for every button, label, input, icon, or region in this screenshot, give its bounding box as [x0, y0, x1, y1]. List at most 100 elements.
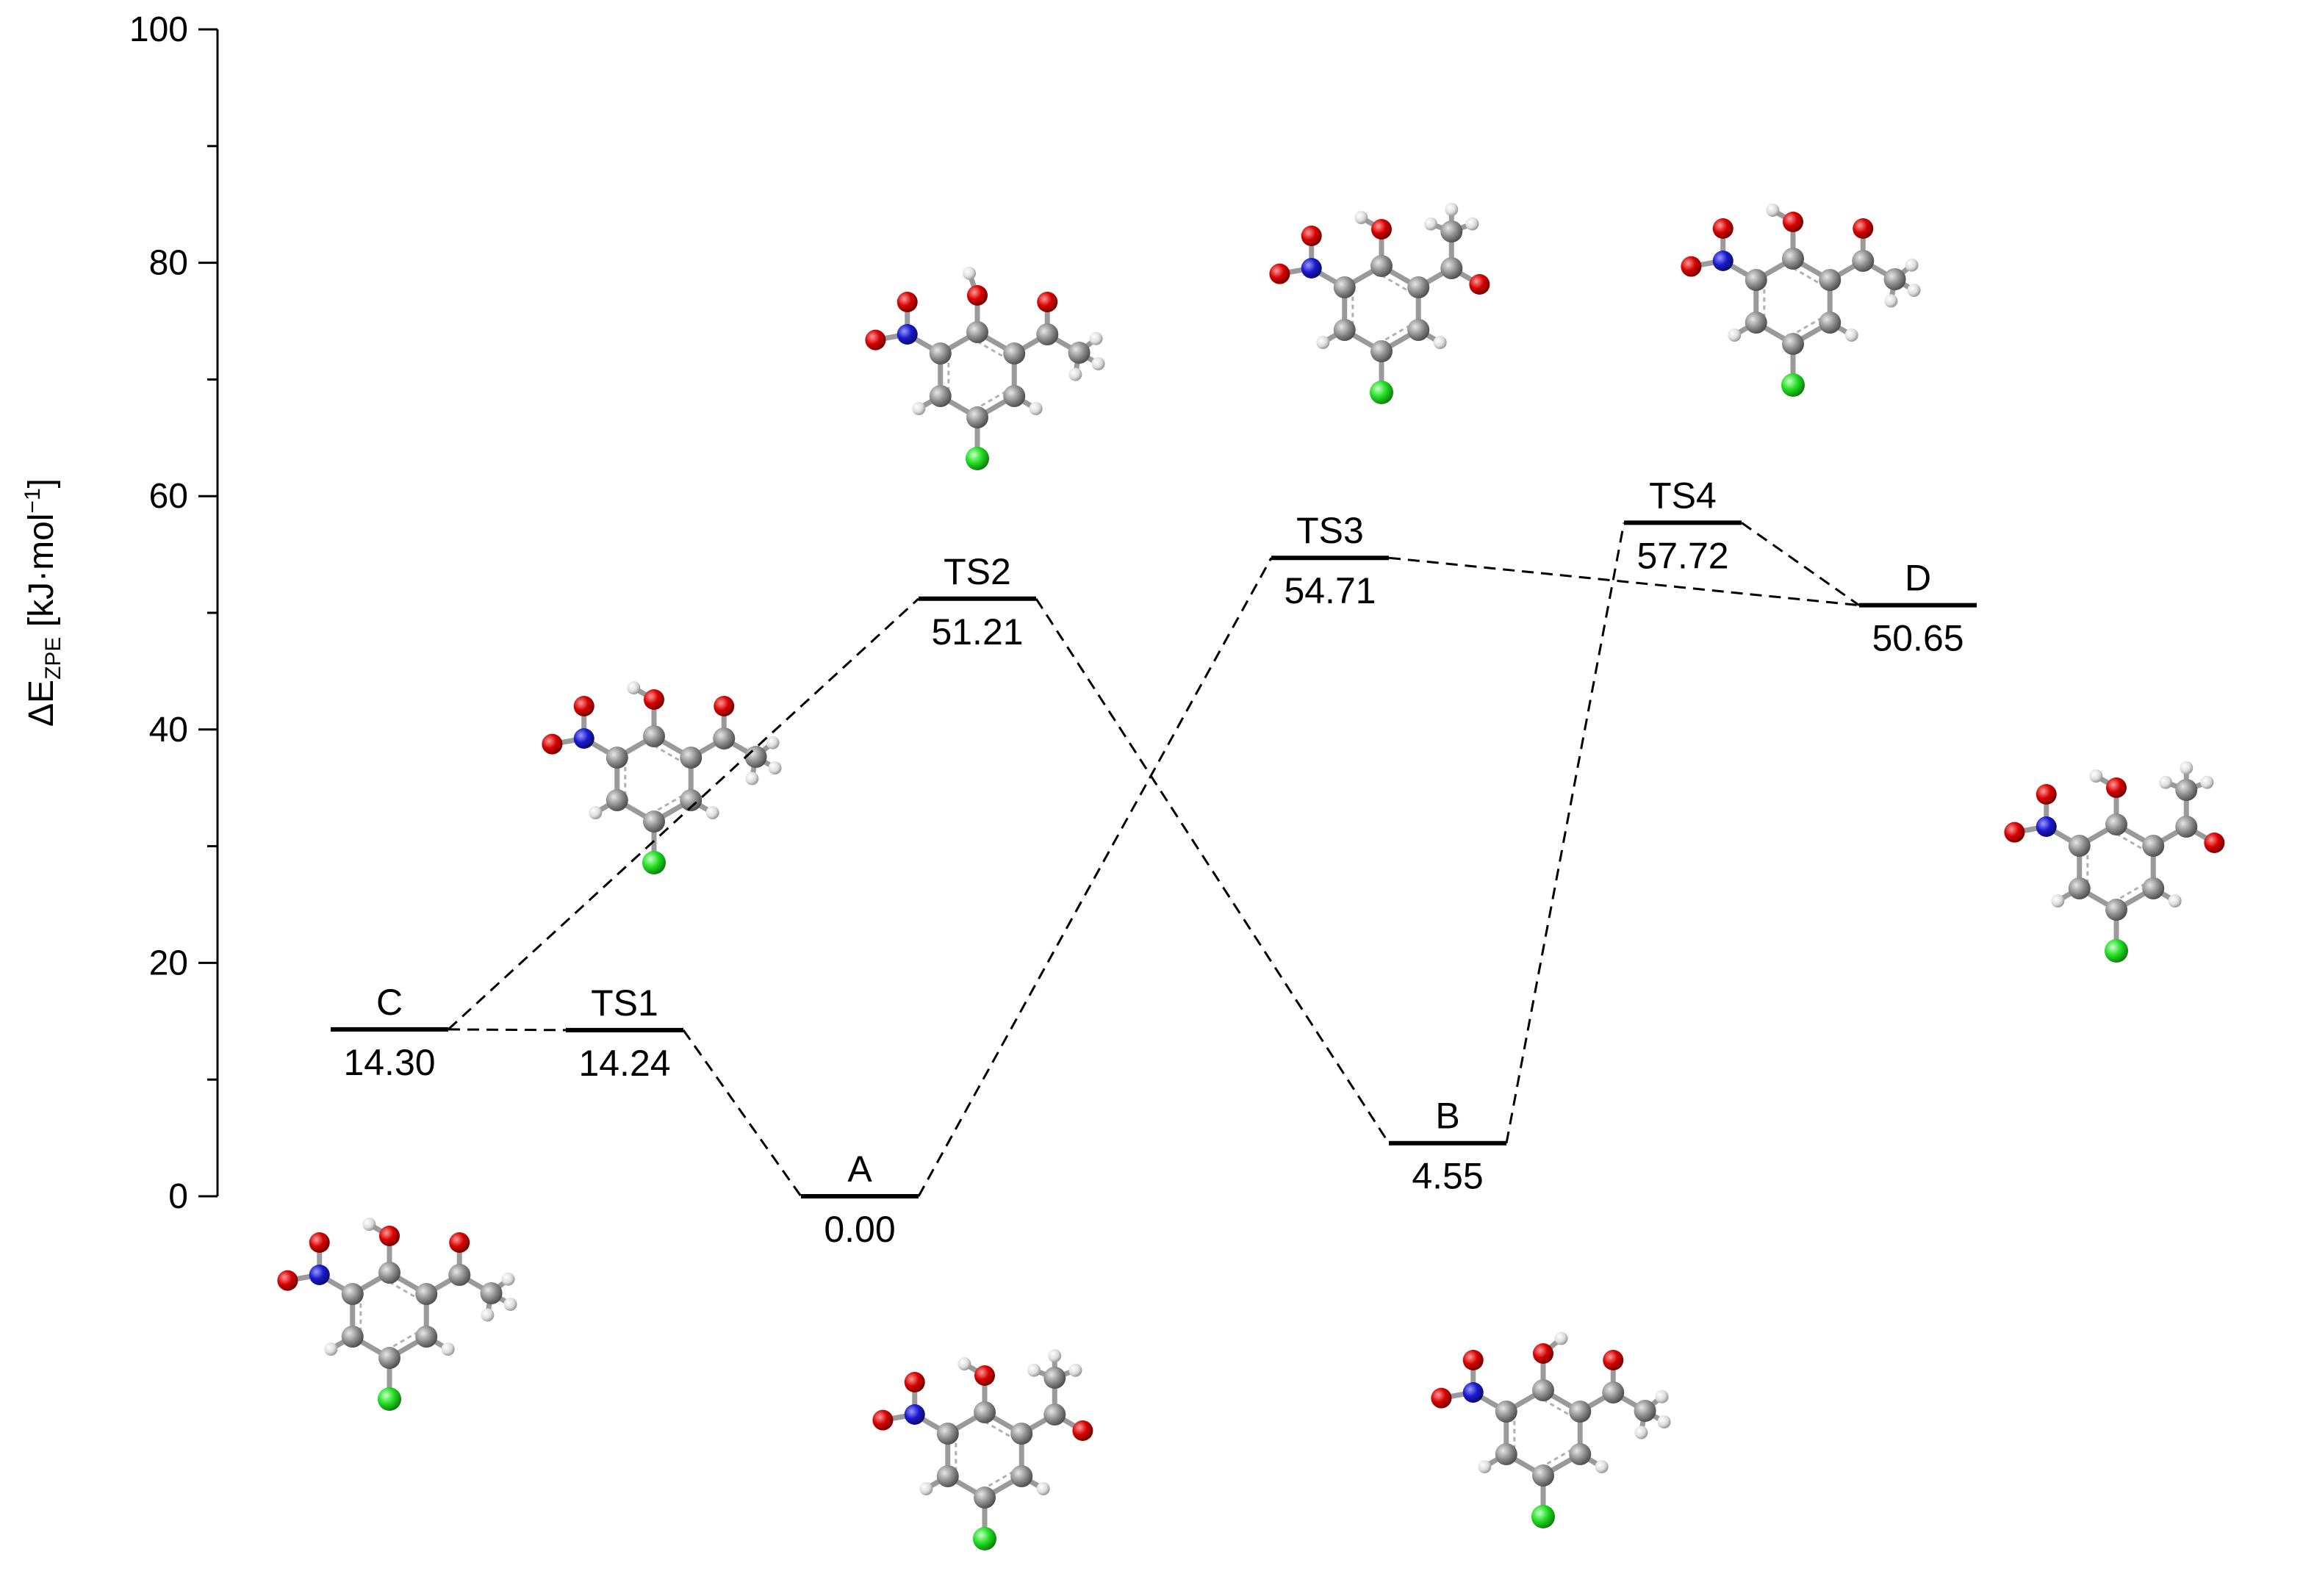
atom-h — [1445, 203, 1459, 216]
atom-c — [1782, 248, 1804, 270]
atom-o — [2004, 822, 2025, 843]
atom-c — [1532, 1464, 1554, 1487]
level-name-d: D — [1905, 558, 1931, 599]
atom-o — [904, 1372, 925, 1392]
y-axis-title: ΔEZPE [kJ·mol−1] — [21, 478, 65, 727]
aromatic-bond — [977, 390, 1007, 409]
atom-cl — [1370, 381, 1393, 404]
atom-h — [745, 772, 759, 786]
atom-o — [1072, 1420, 1093, 1441]
level-name-ts1: TS1 — [591, 982, 658, 1024]
atom-c — [1495, 1401, 1517, 1423]
atom-h — [2089, 769, 2103, 783]
atom-c — [2068, 877, 2091, 899]
atom-c — [1003, 342, 1026, 364]
level-value-ts1: 14.24 — [578, 1043, 670, 1084]
atom-h — [501, 1272, 515, 1286]
connector-b-ts4 — [1505, 522, 1625, 1144]
atom-h — [362, 1218, 376, 1231]
atom-c — [2175, 779, 2198, 801]
aromatic-bond — [1792, 267, 1822, 286]
aromatic-bond — [984, 1470, 1014, 1489]
y-axis-title-subscript: ZPE — [41, 637, 65, 680]
atom-o — [967, 285, 988, 306]
atom-o — [309, 1232, 330, 1253]
atom-c — [1634, 1400, 1656, 1422]
atom-o — [1469, 274, 1490, 295]
atom-h — [1657, 1415, 1671, 1428]
atom-c — [966, 406, 988, 428]
atom-c — [1003, 385, 1026, 407]
atom-n — [309, 1265, 330, 1285]
atom-c — [1745, 269, 1767, 291]
atom-o — [865, 329, 886, 351]
atom-cl — [642, 851, 666, 874]
molecule-structures — [277, 203, 2225, 1550]
atom-h — [503, 1298, 517, 1311]
atom-o — [1037, 292, 1058, 312]
atom-h — [1316, 336, 1330, 349]
y-axis-title-unit-sup: −1 — [21, 488, 45, 513]
aromatic-bond — [977, 340, 1007, 359]
level-name-c: C — [376, 982, 403, 1023]
atom-c — [966, 321, 988, 343]
atom-h — [1036, 1482, 1050, 1495]
atom-o — [872, 1409, 894, 1431]
level-name-ts2: TS2 — [944, 551, 1011, 592]
atom-h — [1354, 211, 1368, 224]
atom-h — [958, 1357, 971, 1370]
atom-c — [2068, 835, 2091, 857]
atom-c — [415, 1283, 438, 1305]
aromatic-bond — [984, 1420, 1014, 1439]
atom-c — [1036, 323, 1059, 345]
atom-h — [627, 681, 641, 694]
level-value-ts3: 54.71 — [1284, 570, 1376, 611]
atom-h — [1424, 217, 1438, 231]
atom-h — [768, 761, 782, 774]
atom-c — [1569, 1443, 1592, 1465]
atom-c — [929, 342, 952, 364]
atom-h — [1433, 336, 1447, 349]
atom-c — [606, 747, 628, 769]
atom-c — [713, 727, 736, 750]
atom-c — [2105, 899, 2127, 921]
molecule-TS4 — [1681, 204, 1921, 397]
y-tick-label: 80 — [149, 244, 188, 283]
atom-h — [481, 1308, 495, 1322]
atom-c — [1532, 1379, 1554, 1401]
atom-o — [1712, 218, 1733, 239]
atom-h — [1091, 357, 1105, 370]
atom-c — [1068, 342, 1091, 364]
y-tick-label: 60 — [149, 477, 188, 516]
atom-c — [680, 789, 703, 811]
atom-o — [974, 1365, 995, 1386]
atom-c — [480, 1282, 503, 1304]
atom-h — [589, 806, 603, 819]
atom-h — [1478, 1460, 1492, 1473]
y-axis-title-delta: Δ — [22, 703, 61, 727]
atom-c — [744, 746, 767, 768]
atom-o — [1533, 1343, 1553, 1364]
level-value-b: 4.55 — [1412, 1156, 1483, 1197]
atom-c — [1819, 269, 1842, 291]
aromatic-bond — [653, 794, 683, 813]
atom-c — [1883, 268, 1906, 290]
molecule-TS1 — [542, 681, 782, 874]
atom-c — [2105, 813, 2127, 835]
level-value-ts2: 51.21 — [931, 611, 1023, 653]
atom-c — [1819, 312, 1842, 334]
atom-o — [1853, 218, 1874, 239]
atom-o — [1431, 1387, 1452, 1409]
atom-o — [1603, 1350, 1624, 1370]
atom-o — [379, 1226, 400, 1246]
atom-h — [919, 1482, 933, 1495]
connector-c-ts1 — [448, 1028, 567, 1032]
y-tick-label: 20 — [149, 943, 188, 982]
atom-o — [2106, 777, 2127, 798]
atom-cl — [973, 1527, 996, 1550]
aromatic-bond — [2116, 883, 2146, 902]
atom-h — [2168, 894, 2182, 907]
atom-c — [929, 385, 952, 407]
atom-cl — [966, 447, 989, 470]
connector-c-ts2 — [447, 597, 920, 1031]
